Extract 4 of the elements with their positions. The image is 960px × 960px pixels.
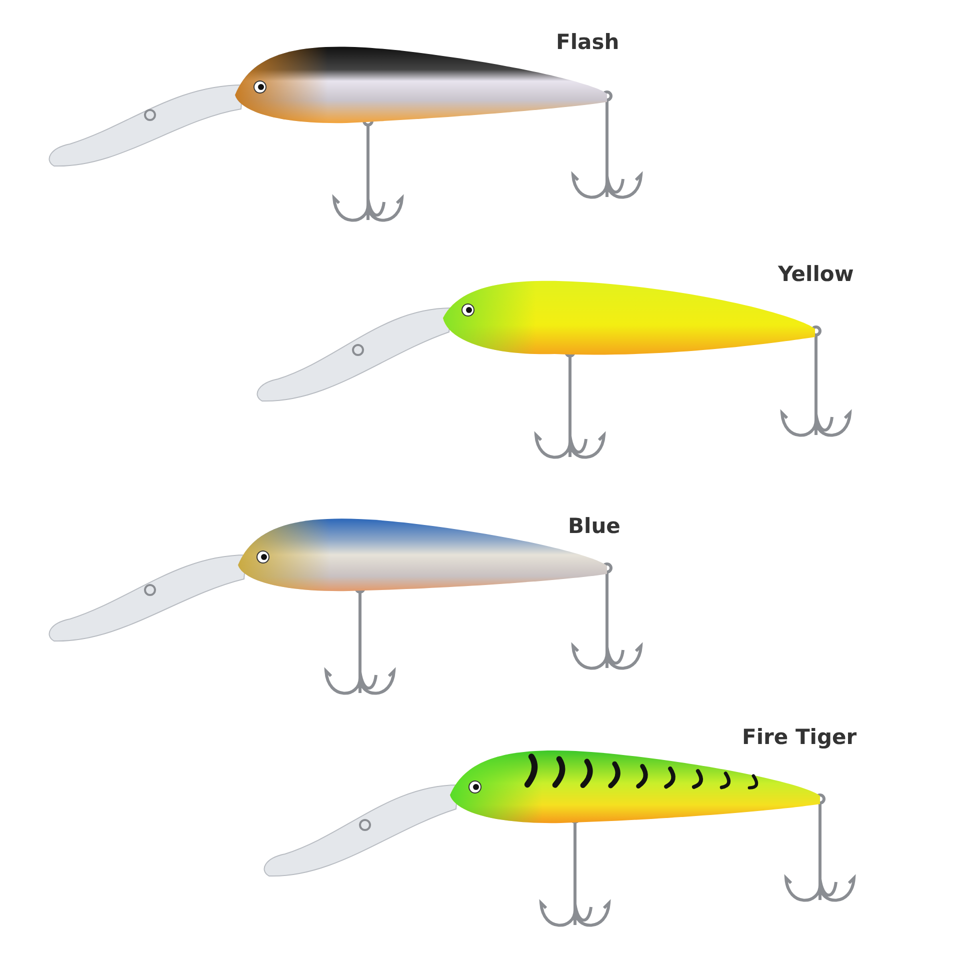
- lure-color-label: Yellow: [778, 262, 854, 286]
- lure-color-label: Flash: [556, 30, 620, 54]
- lure-color-label: Fire Tiger: [742, 725, 857, 749]
- lure-color-label: Blue: [568, 514, 620, 538]
